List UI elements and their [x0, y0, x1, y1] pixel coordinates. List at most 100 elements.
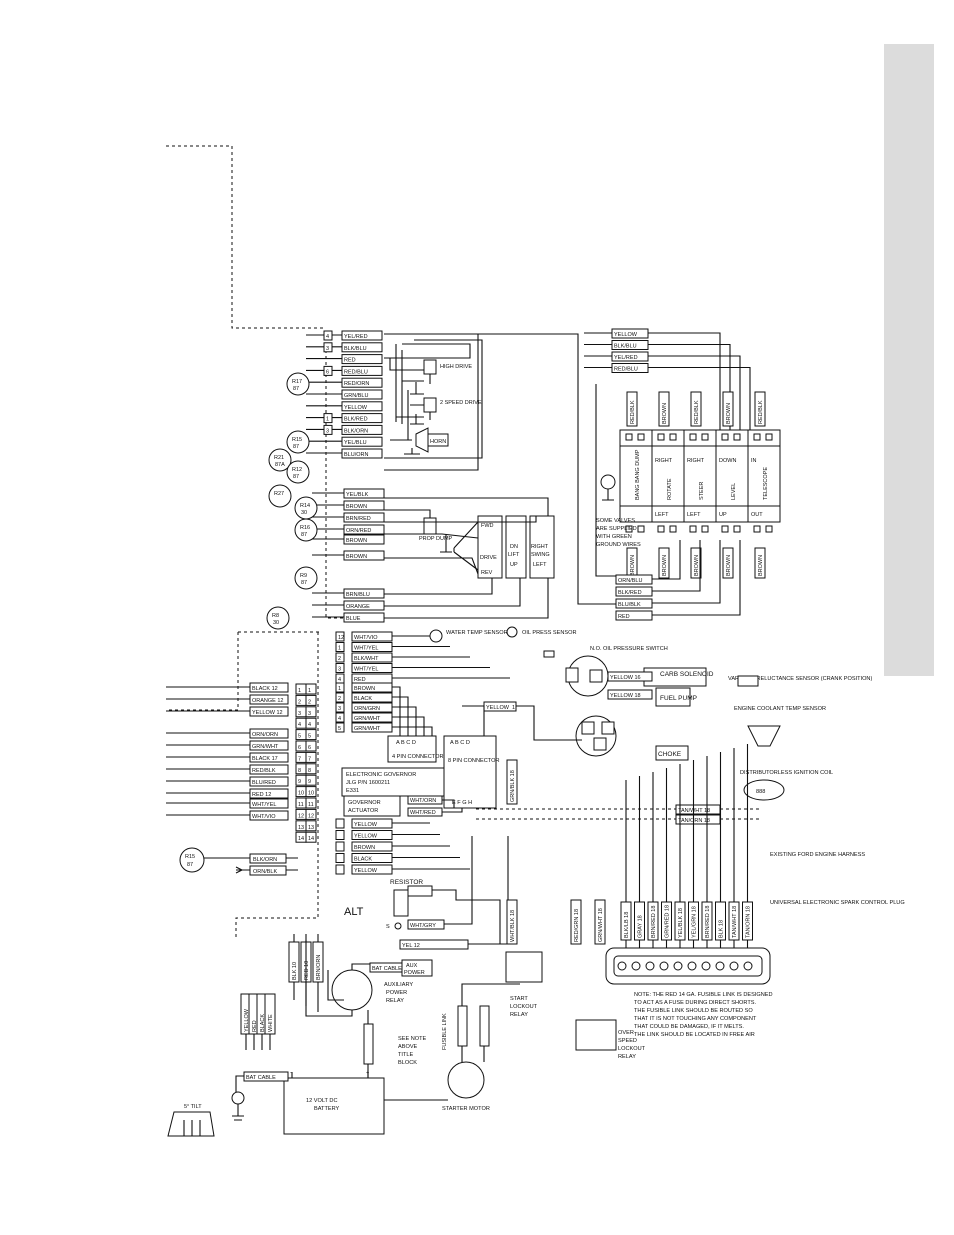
- valve-section-2: [683, 429, 717, 523]
- svg-text:1: 1: [338, 646, 341, 652]
- terminal-wire-2: YELLOW 12: [252, 710, 283, 716]
- svg-text:8: 8: [298, 768, 301, 774]
- svg-text:9: 9: [308, 779, 311, 785]
- valves-note-3: WITH GREEN: [596, 534, 632, 540]
- svg-text:4: 4: [338, 677, 341, 683]
- prop-dump: PROP DUMP: [384, 509, 453, 553]
- svg-text:3: 3: [326, 346, 329, 352]
- valves-note-2: ARE SUPPLIED: [596, 526, 637, 532]
- valve-top-wire-3: RED/BLU: [614, 367, 638, 373]
- choke: [655, 745, 689, 761]
- lower-wire-4: YELLOW: [354, 868, 378, 874]
- side-tab: [884, 44, 934, 676]
- circuit-r17: [286, 372, 310, 396]
- espc-pin-4: YEL/BLK 18: [678, 908, 684, 938]
- valve-bottom-tag-2-box: [690, 547, 702, 579]
- start-lockout-relay: [505, 951, 543, 983]
- mid-wire-1: BROWN: [346, 504, 367, 510]
- left-wire-1: RED 10: [304, 961, 310, 980]
- svg-text:POWER: POWER: [386, 990, 407, 996]
- aux-relay: [331, 969, 373, 1011]
- svg-text:DOWN: DOWN: [719, 458, 736, 464]
- starter-motor: [447, 1061, 485, 1099]
- upper-wire-6: YELLOW: [344, 405, 368, 411]
- wht-gry-label: WHT/GRY: [410, 923, 436, 929]
- svg-text:7: 7: [308, 756, 311, 762]
- espc-pin-0: BLK/LB 18: [624, 912, 630, 938]
- terminal-wire-7: BLU/RED: [252, 780, 276, 786]
- svg-text:BANG BANG DUMP: BANG BANG DUMP: [635, 449, 641, 500]
- svg-text:NOTE: THE RED 14 GA. FUSIBLE L: NOTE: THE RED 14 GA. FUSIBLE LINK IS DES…: [634, 992, 773, 998]
- svg-text:87: 87: [293, 386, 299, 392]
- bat-cable-label-2: BAT CABLE: [372, 966, 402, 972]
- svg-text:ACTUATOR: ACTUATOR: [348, 808, 378, 814]
- vertical-wire-2-box: [594, 899, 606, 945]
- two-speed-load: 2 SPEED DRIVE: [410, 397, 482, 425]
- svg-text:R21: R21: [274, 455, 284, 461]
- tilt-label: 5° TILT: [184, 1104, 202, 1110]
- engine-right-wire-1: YELLOW 18: [610, 693, 641, 699]
- svg-text:12: 12: [338, 635, 344, 641]
- svg-text:THAT IT IS NOT TOUCHING ANY CO: THAT IT IS NOT TOUCHING ANY COMPONENT: [634, 1016, 757, 1022]
- horn: HORN: [404, 427, 449, 455]
- upper-wire-group: YEL/RED4BLK/BLU3REDRED/BLU6RED/ORNGRN/BL…: [268, 330, 483, 484]
- engine-wire-4: RED: [354, 677, 366, 683]
- svg-text:1: 1: [298, 688, 301, 694]
- svg-text:E331: E331: [346, 788, 359, 794]
- mid-wire-0: YEL/BLK: [346, 492, 369, 498]
- alt-label: ALT: [344, 906, 364, 918]
- valve-top-tag-3-box: [722, 391, 734, 427]
- svg-text:TELESCOPE: TELESCOPE: [763, 467, 769, 500]
- terminal-wire-4: GRN/WHT: [252, 744, 279, 750]
- high-drive-label: HIGH DRIVE: [440, 364, 472, 370]
- eight-pin-label: 8 PIN CONNECTOR: [448, 758, 500, 764]
- svg-text:2: 2: [298, 699, 301, 705]
- svg-text:R14: R14: [300, 503, 310, 509]
- lower-wire-2: BROWN: [354, 845, 375, 851]
- svg-text:LOCKOUT: LOCKOUT: [618, 1046, 646, 1052]
- svg-text:9: 9: [298, 779, 301, 785]
- fusible-label: FUSIBLE LINK: [442, 1013, 448, 1050]
- fuel-pump: [655, 687, 691, 707]
- electronic-governor: [341, 767, 445, 797]
- vertical-wire-1-box: [570, 899, 582, 945]
- svg-text:THE LINK SHOULD BE LOCATED IN: THE LINK SHOULD BE LOCATED IN FREE AIR: [634, 1032, 755, 1038]
- four-pin-wire-4: GRN/WHT: [354, 726, 381, 732]
- circuit-mid-3: [294, 566, 318, 590]
- left-wire-2: BRN/ORN: [316, 955, 322, 980]
- prop-dump-label: PROP DUMP: [419, 536, 453, 542]
- svg-text:START: START: [510, 996, 528, 1002]
- svg-text:5: 5: [308, 734, 311, 740]
- svg-text:TO ACT AS A FUSE DURING DIRECT: TO ACT AS A FUSE DURING DIRECT SHORTS.: [634, 1000, 756, 1006]
- valve-top-wire-2: YEL/RED: [614, 355, 638, 361]
- right-label: RIGHT: [531, 544, 549, 550]
- vertical-wire-3: GRN/BLK 18: [510, 770, 516, 802]
- svg-text:4: 4: [326, 334, 329, 340]
- four-pin-letters: A B C D: [396, 740, 416, 746]
- circuit-r15: [286, 430, 310, 454]
- lower-wire-1: YELLOW: [354, 834, 378, 840]
- svg-text:3: 3: [308, 711, 311, 717]
- gov-wire-1: WHT/ORN: [410, 798, 436, 804]
- svg-text:5: 5: [298, 734, 301, 740]
- bat-cable-label: BAT CABLE: [246, 1075, 276, 1081]
- svg-text:LEFT: LEFT: [687, 512, 701, 518]
- svg-text:1: 1: [512, 705, 515, 711]
- vertical-wire-0-box: [506, 899, 518, 945]
- harness-label: EXISTING FORD ENGINE HARNESS: [770, 852, 865, 858]
- svg-text:JLG P/N 1600211: JLG P/N 1600211: [346, 780, 390, 786]
- espc-pin-5: YEL/GRN 18: [692, 906, 698, 938]
- svg-text:GOVERNOR: GOVERNOR: [348, 800, 381, 806]
- engine-right-wire-1-box: [607, 689, 653, 700]
- dn-label: DN: [510, 544, 518, 550]
- svg-text:R15: R15: [185, 854, 195, 860]
- svg-text:RELAY: RELAY: [510, 1012, 528, 1018]
- choke-label: CHOKE: [658, 751, 682, 758]
- upper-wire-9: YEL/BLU: [344, 440, 367, 446]
- circuit-mid-2: [294, 518, 318, 542]
- upper-wire-4: RED/ORN: [344, 381, 369, 387]
- svg-text:11: 11: [298, 802, 304, 808]
- espc-pin-3: GRN/RED 18: [665, 905, 671, 938]
